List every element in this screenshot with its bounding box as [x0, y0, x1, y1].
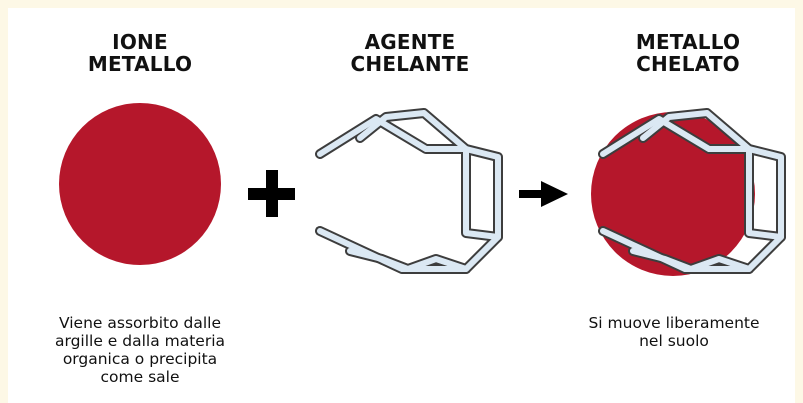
chelate-title-line1: METALLO: [635, 30, 741, 54]
ion-desc-line2: argille e dalla materia: [54, 332, 226, 350]
chelate-title-line2: CHELATO: [636, 52, 740, 76]
chelate-title: METALLO CHELATO: [608, 31, 768, 75]
chelated-ring: [598, 108, 786, 274]
agent-title: AGENTE CHELANTE: [330, 31, 490, 75]
chelate-desc-line1: Si muove liberamente: [588, 314, 760, 332]
ion-title: IONE METALLO: [70, 31, 210, 75]
agent-title-line1: AGENTE: [364, 30, 456, 54]
plus-icon: [248, 170, 295, 217]
chelate-desc-line2: nel suolo: [639, 332, 709, 350]
chelate-description: Si muove liberamente nel suolo: [574, 314, 774, 350]
ion-desc-line3: organica o precipita: [62, 350, 218, 368]
chelated-ring-fill: [600, 110, 784, 272]
ion-title-line2: METALLO: [87, 52, 193, 76]
ring-fill: [317, 110, 501, 272]
chelating-agent-ring: [315, 108, 503, 274]
ion-title-line1: IONE: [112, 30, 168, 54]
ion-desc-line1: Viene assorbito dalle: [58, 314, 222, 332]
agent-title-line2: CHELANTE: [350, 52, 470, 76]
ion-description: Viene assorbito dalle argille e dalla ma…: [35, 314, 245, 386]
arrow-right-icon: [519, 181, 568, 207]
metal-ion-circle: [59, 103, 221, 265]
ion-desc-line4: come sale: [100, 368, 180, 386]
